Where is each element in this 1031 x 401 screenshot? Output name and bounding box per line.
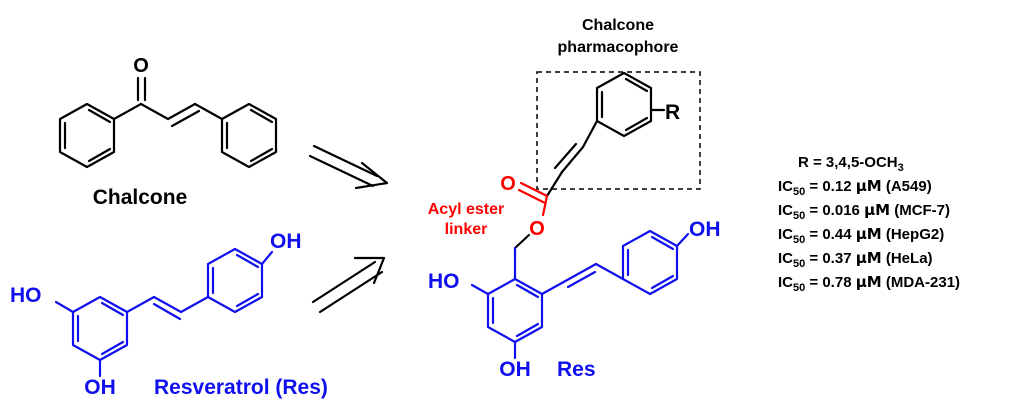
hybrid-structure: Chalcone pharmacophore R O O Acyl ester …	[428, 17, 721, 381]
chalcone-structure: O Chalcone	[58, 55, 278, 209]
r-substituent-definition: R = 3,4,5-OCH3	[798, 154, 904, 174]
chalcone-right-ring	[220, 102, 278, 169]
ic50-row-hela: IC50 = 0.37 μM (HeLa)	[778, 249, 933, 270]
hybrid-oh-right-label: OH	[689, 218, 721, 241]
chalcone-left-ring	[58, 102, 116, 169]
resveratrol-name-label: Resveratrol (Res)	[154, 376, 328, 399]
linker-label-line1: Acyl ester	[428, 201, 505, 218]
hybrid-phenol-ring	[621, 229, 679, 296]
retrosynthesis-arrow-top	[308, 144, 389, 190]
linker-label-line2: linker	[445, 221, 488, 238]
chalcone-oxygen-label: O	[133, 55, 149, 77]
ester-oxygen-label: O	[529, 218, 545, 240]
hybrid-res-label: Res	[557, 358, 596, 381]
carbonyl-oxygen-label: O	[500, 173, 516, 195]
resveratrol-phenol-ring	[206, 247, 264, 314]
pharmacophore-label-line1: Chalcone	[582, 17, 654, 34]
resveratrol-oh-bottom-label: OH	[84, 376, 116, 399]
resveratrol-ho-label: HO	[10, 284, 42, 307]
pharmacophore-aryl-ring	[595, 71, 653, 138]
hybrid-oh-bottom-label: OH	[499, 358, 531, 381]
ic50-row-a549: IC50 = 0.12 μM (A549)	[778, 177, 932, 198]
resveratrol-oh-top-label: OH	[270, 230, 302, 253]
ic50-row-mda231: IC50 = 0.78 μM (MDA-231)	[778, 273, 960, 294]
retrosynthesis-arrow-bottom	[311, 256, 386, 314]
activity-results: R = 3,4,5-OCH3 IC50 = 0.12 μM (A549) IC5…	[778, 154, 960, 294]
chalcone-name-label: Chalcone	[93, 186, 188, 209]
resveratrol-left-ring	[71, 295, 129, 362]
pharmacophore-label-line2: pharmacophore	[558, 39, 679, 56]
ic50-row-hepg2: IC50 = 0.44 μM (HepG2)	[778, 225, 944, 246]
resveratrol-structure: HO OH OH Resveratrol (Res)	[10, 230, 328, 399]
hybrid-res-core-ring	[486, 277, 544, 344]
r-group-label: R	[665, 101, 680, 124]
hybrid-ho-label: HO	[428, 270, 460, 293]
ic50-row-mcf7: IC50 = 0.016 μM (MCF-7)	[778, 201, 950, 222]
pharmacophore-box	[536, 71, 701, 190]
